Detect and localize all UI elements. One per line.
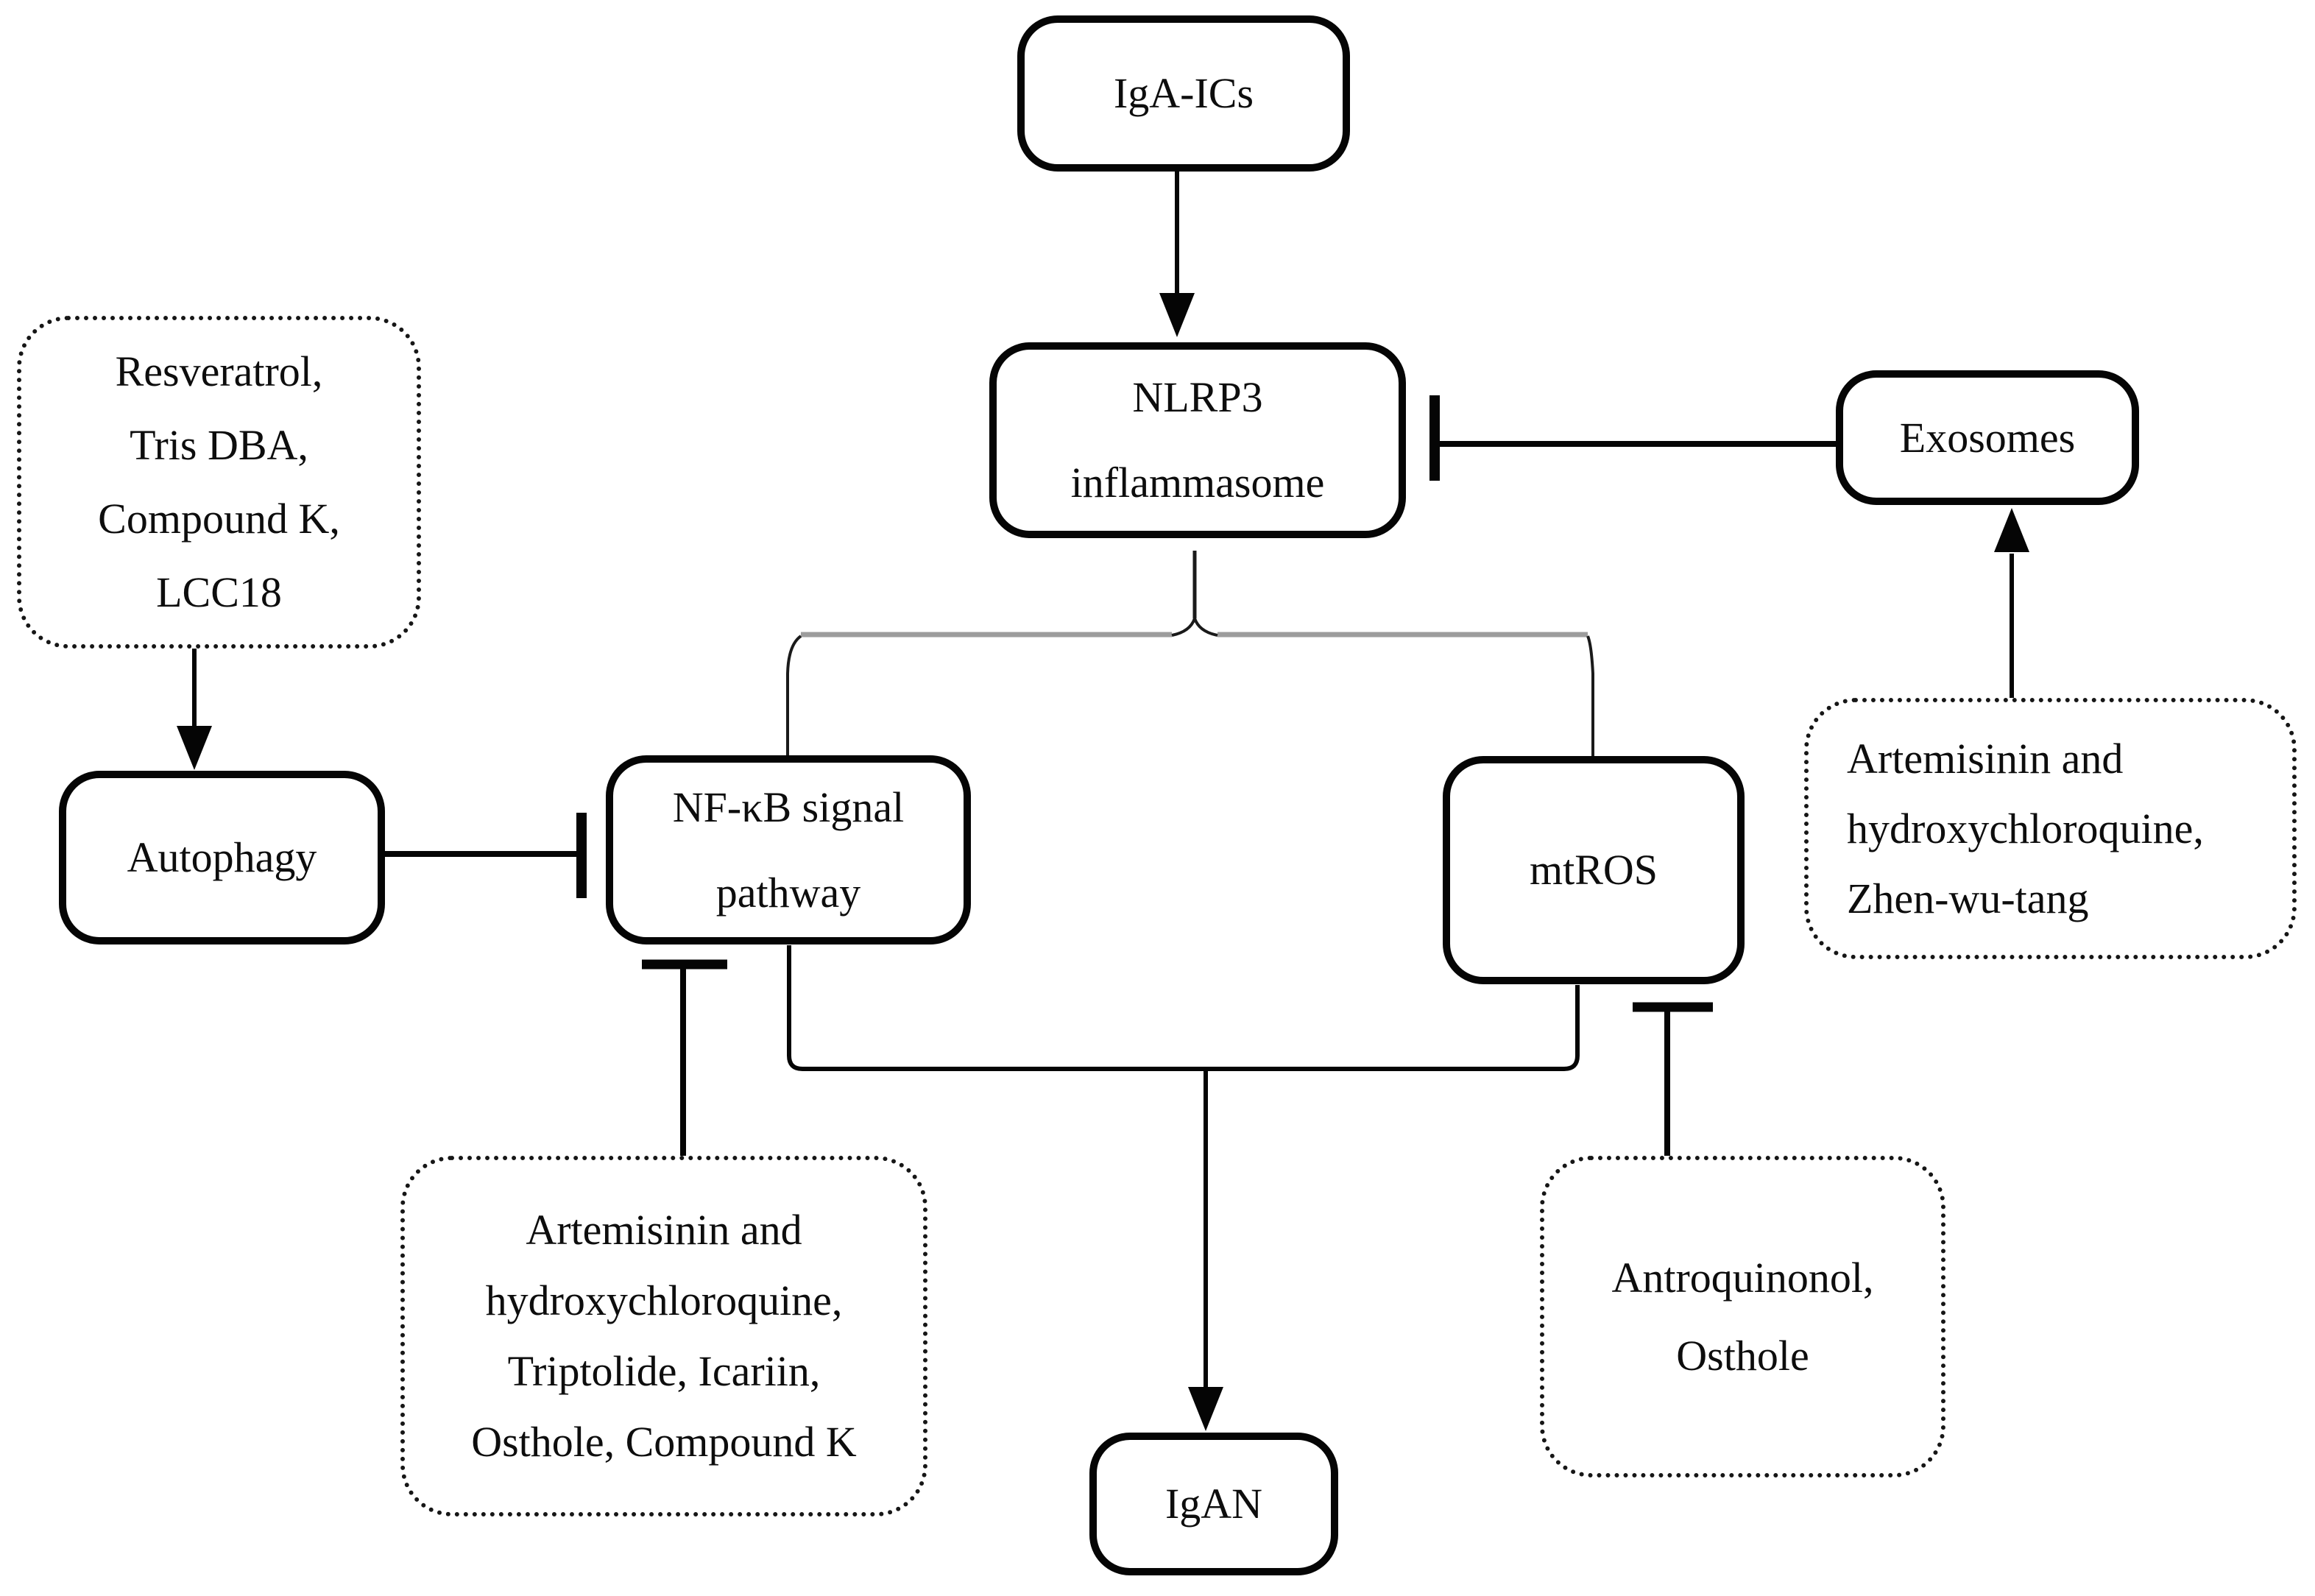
edge-autophagy-inhibits-nfkb <box>385 813 587 898</box>
nfkb-inhibitors-line2: hydroxychloroquine, <box>485 1277 843 1324</box>
exosome-modulators-line1: Artemisinin and <box>1847 735 2124 783</box>
node-nlrp3-label-line1: NLRP3 <box>1132 373 1263 421</box>
edge-resveratrol-to-autophagy-arrow <box>177 649 212 770</box>
mtros-inhibitors-line2: Osthole <box>1676 1331 1809 1380</box>
exosome-modulators-line3: Zhen-wu-tang <box>1847 875 2089 922</box>
node-exosomes-label: Exosomes <box>1899 413 2076 462</box>
node-mtros-inhibitors: Antroquinonol, Osthole <box>1540 1156 1945 1477</box>
node-igan-label: IgAN <box>1164 1480 1263 1528</box>
node-nlrp3-label-line2: inflammasome <box>1070 459 1325 506</box>
node-iga-ics: IgA-ICs <box>1017 15 1350 172</box>
edge-igaics-to-nlrp3-arrow <box>1159 172 1195 337</box>
node-igan: IgAN <box>1089 1433 1338 1575</box>
node-exosome-modulators: Artemisinin and hydroxychloroquine, Zhen… <box>1804 698 2297 959</box>
nfkb-inhibitors-line4: Osthole, Compound K <box>471 1418 857 1466</box>
node-autophagy-label: Autophagy <box>127 833 317 881</box>
edge-nlrp3-branch-brace <box>786 551 1594 757</box>
autophagy-inducers-line4: LCC18 <box>156 568 282 616</box>
node-mtros: mtROS <box>1443 756 1745 984</box>
autophagy-inducers-line2: Tris DBA, <box>130 421 308 469</box>
edge-compounds-inhibit-nfkb <box>642 959 727 1156</box>
node-autophagy: Autophagy <box>59 771 385 944</box>
edge-exosomes-inhibits-nlrp3 <box>1429 395 1836 481</box>
mtros-inhibitors-line1: Antroquinonol, <box>1611 1253 1874 1302</box>
node-nfkb-label-line1: NF-κB signal <box>672 783 905 831</box>
autophagy-inducers-line3: Compound K, <box>98 495 340 543</box>
node-mtros-label: mtROS <box>1529 846 1658 894</box>
node-autophagy-inducers: Resveratrol, Tris DBA, Compound K, LCC18 <box>17 316 421 649</box>
nfkb-inhibitors-line1: Artemisinin and <box>526 1206 802 1254</box>
node-exosomes: Exosomes <box>1836 370 2139 505</box>
node-nfkb-inhibitors: Artemisinin and hydroxychloroquine, Trip… <box>400 1156 927 1516</box>
node-nfkb-signal-pathway: NF-κB signal pathway <box>606 755 971 944</box>
edge-modulators-to-exosomes-arrow <box>1994 508 2029 698</box>
node-nlrp3-inflammasome: NLRP3 inflammasome <box>989 342 1406 538</box>
node-nfkb-label-line2: pathway <box>715 868 861 917</box>
exosome-modulators-line2: hydroxychloroquine, <box>1847 805 2204 852</box>
edge-compounds-inhibit-mtros <box>1633 1002 1713 1156</box>
nfkb-inhibitors-line3: Triptolide, Icariin, <box>507 1347 821 1395</box>
edge-nfkb-mtros-to-igan <box>787 945 1580 1431</box>
node-iga-ics-label: IgA-ICs <box>1113 69 1254 117</box>
autophagy-inducers-line1: Resveratrol, <box>115 347 323 395</box>
